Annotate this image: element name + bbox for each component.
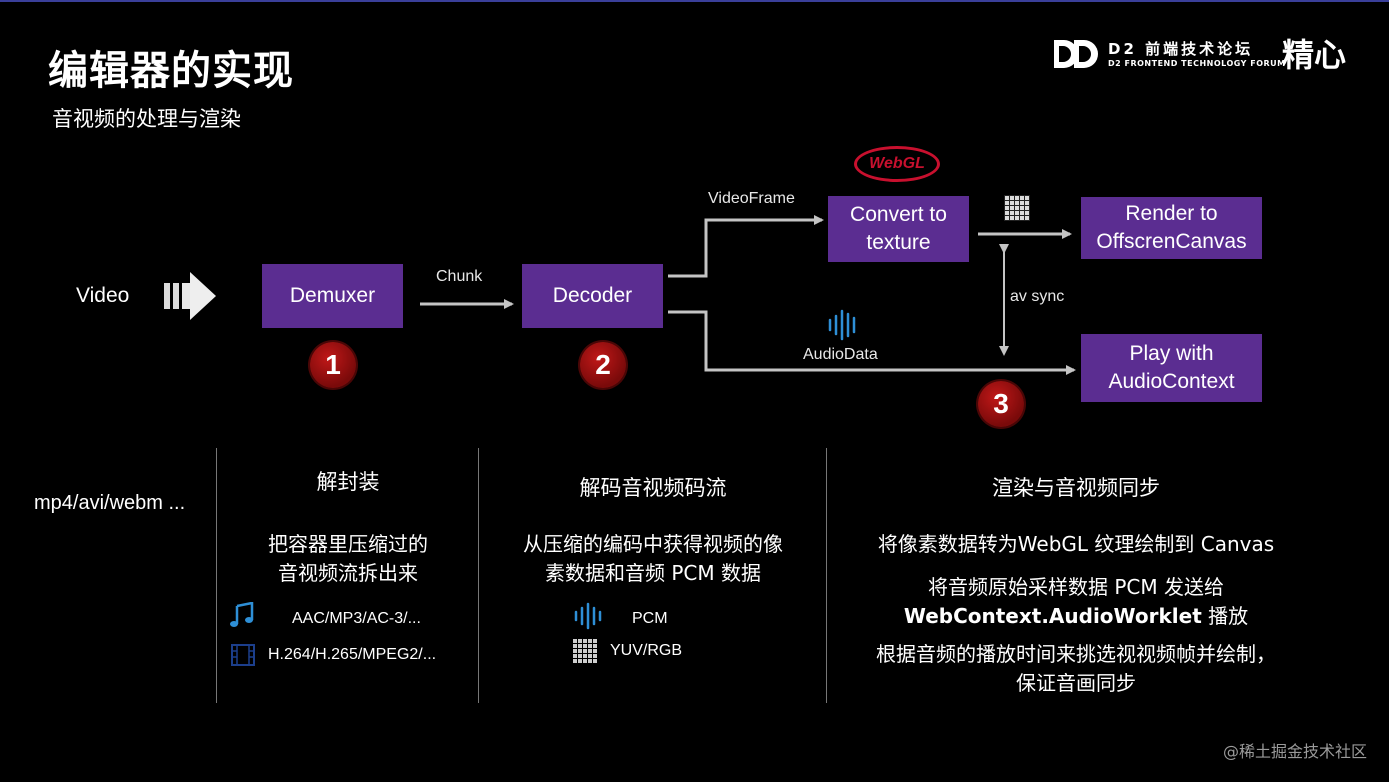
audiodata-label: AudioData [803, 346, 878, 363]
decoder-box: Decoder [522, 264, 663, 328]
logo-text-cn: D2 前端技术论坛 [1108, 40, 1254, 58]
chunk-label: Chunk [436, 268, 483, 285]
arrow-decoder-play [668, 310, 1076, 375]
audioworklet-text: WebContext.AudioWorklet [903, 604, 1202, 628]
audio-wave-icon [828, 309, 856, 341]
col3-line2b-wrap: WebContext.AudioWorklet 播放 [828, 602, 1324, 631]
footer-watermark: @稀土掘金技术社区 [1222, 742, 1367, 761]
step-badge-3: 3 [978, 381, 1024, 427]
jingxin-logo: 精心 [1282, 36, 1347, 74]
col3-line3: 根据音频的播放时间来挑选视视频帧并绘制， 保证音画同步 [876, 642, 1276, 695]
film-icon [231, 644, 255, 666]
video-codecs-label: H.264/H.265/MPEG2/... [268, 646, 437, 663]
play-audiocontext-box: Play with AudioContext [1081, 334, 1262, 402]
logo-text-en: D2 FRONTEND TECHNOLOGY FORUM [1108, 59, 1286, 68]
convert-texture-box: Convert to texture [828, 196, 969, 262]
col3-line2a: 将音频原始采样数据 PCM 发送给 [928, 575, 1224, 599]
col1-heading: 解封装 [316, 470, 380, 494]
webgl-logo: WebGL [854, 146, 940, 182]
step-badge-1: 1 [310, 342, 356, 388]
video-input-label: Video [76, 284, 130, 307]
divider-1 [216, 448, 217, 703]
play-text: 播放 [1201, 604, 1249, 628]
render-offscreen-box: Render to OffscrenCanvas [1081, 197, 1262, 259]
d2-logo-icon [1054, 40, 1098, 68]
av-sync-label: av sync [1010, 288, 1065, 305]
step-badge-2: 2 [580, 342, 626, 388]
video-input-arrow [164, 272, 216, 320]
formats-label: mp4/avi/webm ... [34, 492, 186, 514]
slide-title: 编辑器的实现 [48, 48, 294, 94]
demuxer-box: Demuxer [262, 264, 403, 328]
audio-wave-small-icon [574, 602, 602, 630]
slide-subtitle: 音视频的处理与渲染 [52, 107, 241, 131]
pcm-label: PCM [632, 610, 668, 627]
divider-3 [826, 448, 827, 703]
col3-line1: 将像素数据转为WebGL 纹理绘制到 Canvas [877, 532, 1275, 556]
col2-heading: 解码音视频码流 [579, 476, 727, 500]
col3-heading: 渲染与音视频同步 [992, 476, 1160, 500]
arrow-decoder-convert [668, 215, 824, 278]
col1-text: 把容器里压缩过的 音视频流拆出来 [268, 532, 428, 585]
videoframe-label: VideoFrame [708, 190, 795, 207]
audio-codecs-label: AAC/MP3/AC-3/... [292, 610, 421, 627]
col2-text: 从压缩的编码中获得视频的像 素数据和音频 PCM 数据 [523, 532, 783, 585]
music-note-icon [230, 602, 254, 627]
yuv-rgb-label: YUV/RGB [610, 642, 683, 659]
top-accent-line [0, 0, 1389, 2]
divider-2 [478, 448, 479, 703]
pixel-grid-small-icon [573, 639, 597, 663]
pixel-grid-icon [1004, 195, 1030, 221]
